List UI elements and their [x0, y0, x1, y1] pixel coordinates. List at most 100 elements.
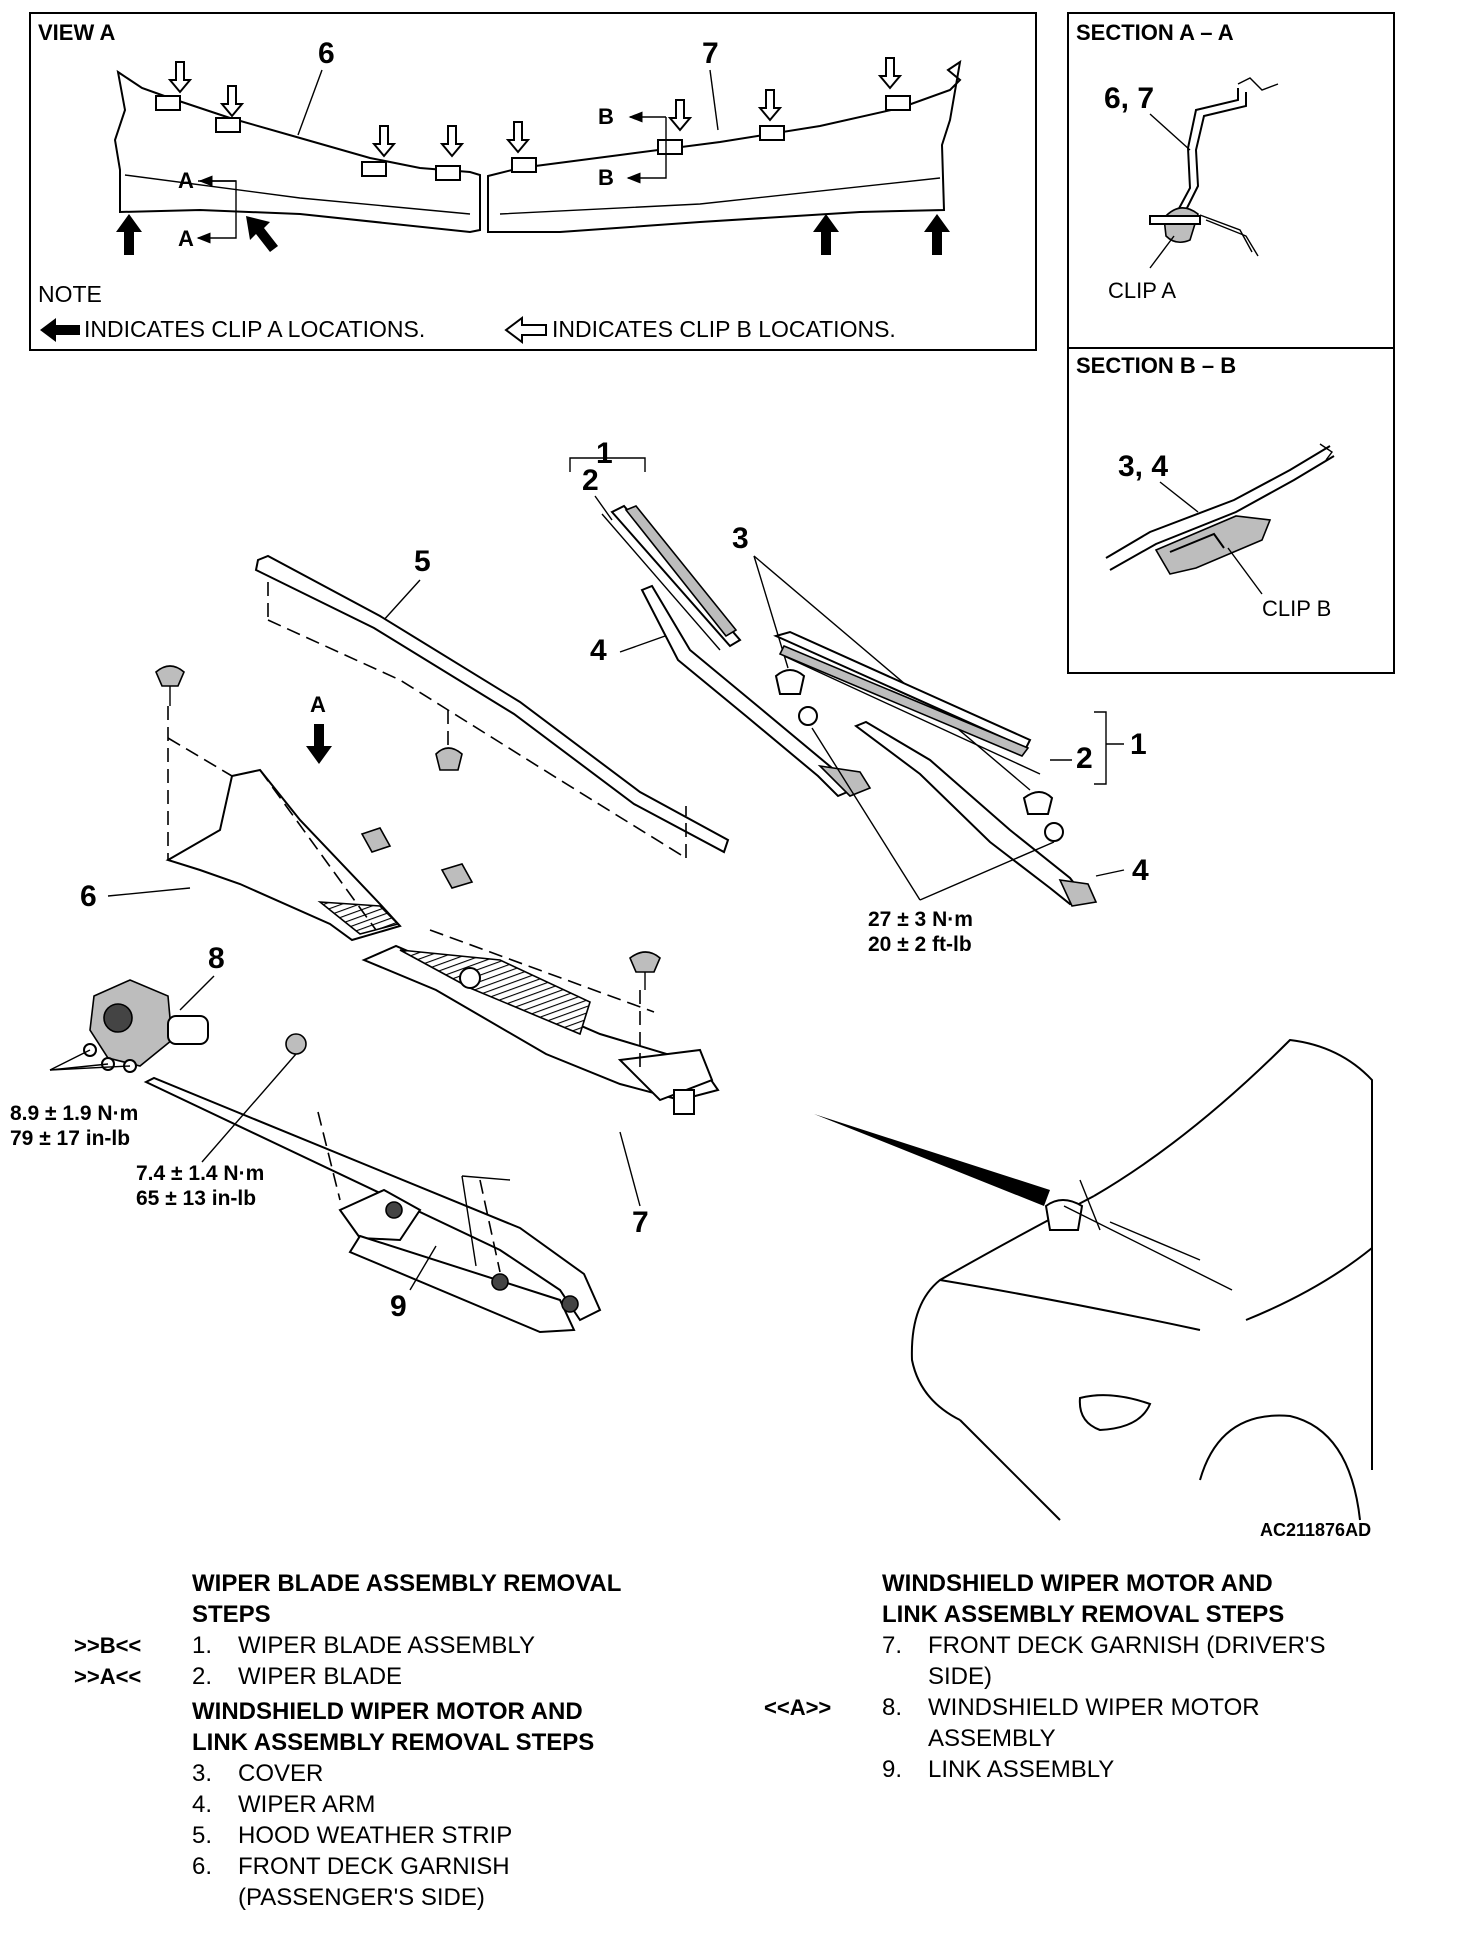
step-row: >>B<< 1. WIPER BLADE ASSEMBLY — [74, 1630, 714, 1661]
cover-parts: 3 — [732, 522, 1064, 842]
section-bb-clip-label: CLIP B — [1262, 596, 1331, 621]
step-text: (PASSENGER'S SIDE) — [238, 1884, 485, 1911]
section-aa-panel: SECTION A – A 6, 7 CLIP A — [1067, 12, 1395, 349]
torque-link-nm: 7.4 ± 1.4 N·m — [136, 1162, 264, 1185]
note-clip-b: INDICATES CLIP B LOCATIONS. — [552, 316, 896, 342]
step-mark: >>B<< — [74, 1633, 142, 1658]
callout-9: 9 — [390, 1290, 407, 1323]
step-mark — [764, 1754, 882, 1785]
left-heading-1-line-1: WIPER BLADE ASSEMBLY REMOVAL — [192, 1570, 622, 1597]
right-steps: WINDSHIELD WIPER MOTOR AND LINK ASSEMBLY… — [764, 1568, 1444, 1785]
view-a-part-7: 7 — [702, 37, 719, 70]
view-a-arrow-label: A — [310, 692, 326, 717]
clip-a-arrows — [116, 214, 950, 255]
left-heading-2-line-2: LINK ASSEMBLY REMOVAL STEPS — [192, 1729, 595, 1756]
exploded-diagram: VIEW A 6 7 — [10, 12, 1395, 1540]
step-num: 8. — [882, 1694, 903, 1721]
step-num — [882, 1661, 928, 1692]
step-num: 3. — [192, 1760, 213, 1787]
note-clip-a: INDICATES CLIP A LOCATIONS. — [84, 316, 425, 342]
step-row: 9. LINK ASSEMBLY — [764, 1754, 1444, 1785]
step-num: 4. — [192, 1791, 213, 1818]
right-heading-line-1: WINDSHIELD WIPER MOTOR AND — [882, 1570, 1273, 1597]
section-mark-b-top: B — [598, 104, 614, 129]
wiper-arm-upper: 4 — [590, 584, 872, 798]
step-row: 5. HOOD WEATHER STRIP — [74, 1820, 714, 1851]
view-a-part-6: 6 — [318, 37, 335, 70]
step-text: FRONT DECK GARNISH — [238, 1853, 510, 1880]
step-text: WIPER BLADE ASSEMBLY — [238, 1632, 535, 1659]
step-row: SIDE) — [764, 1661, 1444, 1692]
left-heading-2-line-1: WINDSHIELD WIPER MOTOR AND — [192, 1698, 583, 1725]
step-text: LINK ASSEMBLY — [928, 1756, 1115, 1783]
figure-code: AC211876AD — [1260, 1520, 1371, 1540]
wiper-blade-assembly-upper: 1 2 — [569, 437, 742, 651]
hollow-arrow-icon — [504, 316, 547, 344]
step-row: 7. FRONT DECK GARNISH (DRIVER'S — [764, 1630, 1444, 1661]
step-row: (PASSENGER'S SIDE) — [74, 1882, 714, 1913]
step-num: 2. — [192, 1663, 213, 1690]
torque-motor-inlb: 79 ± 17 in-lb — [10, 1127, 130, 1150]
callout-7: 7 — [632, 1206, 649, 1239]
clip-b-arrows — [167, 57, 903, 158]
section-aa-title: SECTION A – A — [1076, 20, 1234, 45]
torque-arm: 27 ± 3 N·m 20 ± 2 ft-lb — [811, 727, 1055, 956]
wiper-arm-lower: 4 — [853, 720, 1149, 907]
section-bb-title: SECTION B – B — [1076, 353, 1236, 378]
step-row: ASSEMBLY — [764, 1723, 1444, 1754]
callout-5: 5 — [414, 545, 431, 578]
step-row: 6. FRONT DECK GARNISH — [74, 1851, 714, 1882]
torque-motor-nm: 8.9 ± 1.9 N·m — [10, 1102, 138, 1125]
right-heading-line-2: LINK ASSEMBLY REMOVAL STEPS — [882, 1601, 1285, 1628]
step-mark — [764, 1661, 882, 1692]
view-a-title: VIEW A — [38, 20, 116, 45]
step-num: 5. — [192, 1822, 213, 1849]
section-mark-a-top: A — [178, 168, 194, 193]
torque-arm-nm: 27 ± 3 N·m — [868, 908, 973, 931]
section-aa-part-ref: 6, 7 — [1104, 82, 1154, 115]
step-num: 9. — [882, 1756, 903, 1783]
section-mark-a-bottom: A — [178, 226, 194, 251]
step-text: WIPER ARM — [238, 1791, 376, 1818]
step-row: 4. WIPER ARM — [74, 1789, 714, 1820]
step-row: 3. COVER — [74, 1758, 714, 1789]
solid-arrow-icon — [40, 318, 80, 342]
section-aa-clip-label: CLIP A — [1108, 278, 1176, 303]
callout-4-upper: 4 — [590, 634, 607, 667]
front-deck-garnish-driver: 7 — [361, 929, 720, 1239]
view-a-note-title: NOTE — [38, 281, 102, 307]
wiper-blade-assembly-lower: 2 1 — [773, 630, 1147, 785]
view-a-panel: VIEW A 6 7 — [29, 12, 1037, 351]
step-text: WINDSHIELD WIPER MOTOR — [928, 1694, 1260, 1721]
front-deck-garnish-passenger: 6 — [80, 706, 402, 942]
view-a-arrow: A — [306, 692, 332, 764]
clip-tabs — [155, 95, 911, 181]
step-num — [882, 1723, 928, 1754]
wiper-motor-assembly: 8 8.9 ± 1.9 N·m 79 ± 17 in-lb — [10, 942, 225, 1150]
callout-2-lower: 2 — [1076, 742, 1093, 775]
callout-3: 3 — [732, 522, 749, 555]
step-text: WIPER BLADE — [238, 1663, 403, 1690]
clips — [155, 665, 661, 990]
step-text: FRONT DECK GARNISH (DRIVER'S — [928, 1632, 1326, 1659]
link-assembly: 7.4 ± 1.4 N·m 65 ± 13 in-lb 9 — [136, 1033, 602, 1334]
step-num: 1. — [192, 1632, 213, 1659]
callout-6: 6 — [80, 880, 97, 913]
step-num — [192, 1882, 238, 1913]
step-num: 6. — [192, 1853, 213, 1880]
section-bb-panel: SECTION B – B 3, 4 CLIP B — [1067, 347, 1395, 674]
step-mark: >>A<< — [74, 1664, 142, 1689]
step-row: <<A>> 8. WINDSHIELD WIPER MOTOR — [764, 1692, 1444, 1723]
step-mark — [764, 1723, 882, 1754]
step-mark: <<A>> — [764, 1695, 832, 1720]
left-heading-1-line-2: STEPS — [192, 1601, 271, 1628]
callout-1-upper: 1 — [596, 437, 613, 470]
step-text: ASSEMBLY — [928, 1725, 1056, 1752]
step-mark — [764, 1630, 882, 1661]
step-num: 7. — [882, 1632, 903, 1659]
section-bb-part-ref: 3, 4 — [1118, 450, 1168, 483]
step-row: >>A<< 2. WIPER BLADE — [74, 1661, 714, 1692]
step-text: HOOD WEATHER STRIP — [238, 1822, 513, 1849]
step-text: COVER — [238, 1760, 324, 1787]
callout-8: 8 — [208, 942, 225, 975]
